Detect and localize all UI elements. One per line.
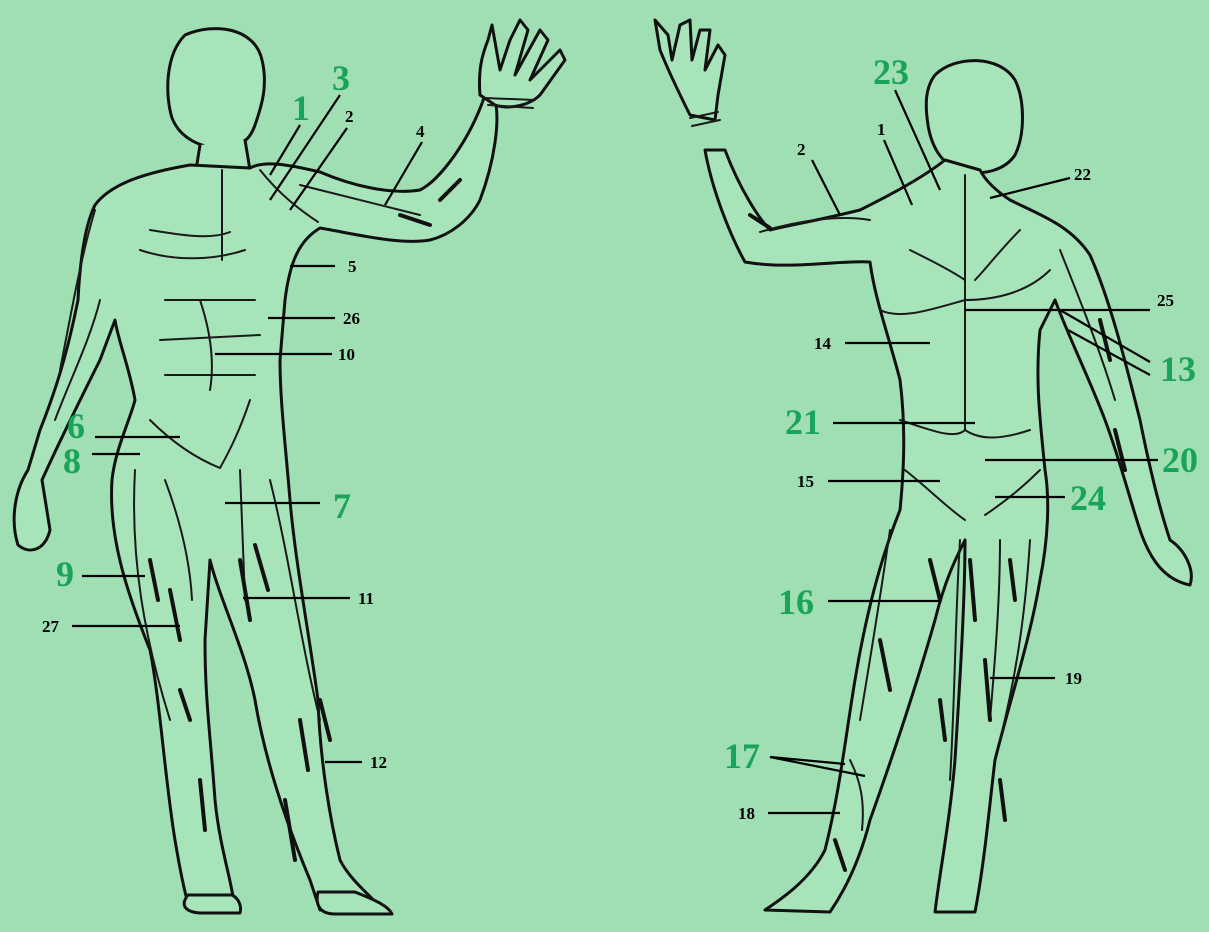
label-back-23: 23	[873, 52, 909, 92]
label-back-15: 15	[797, 472, 814, 491]
label-front-9: 9	[56, 554, 74, 594]
label-front-26: 26	[343, 309, 360, 328]
label-back-25: 25	[1157, 291, 1174, 310]
label-back-24: 24	[1070, 478, 1106, 518]
label-back-21: 21	[785, 402, 821, 442]
front-head	[168, 29, 265, 148]
front-figure	[14, 20, 565, 914]
label-back-14: 14	[814, 334, 832, 353]
label-front-1: 1	[292, 88, 310, 128]
label-front-12: 12	[370, 753, 387, 772]
back-torso	[705, 150, 1191, 912]
label-front-7: 7	[333, 486, 351, 526]
label-back-18: 18	[738, 804, 755, 823]
label-back-20: 20	[1162, 440, 1198, 480]
label-front-11: 11	[358, 589, 374, 608]
label-front-5: 5	[348, 257, 357, 276]
label-back-22: 22	[1074, 165, 1091, 184]
front-foot-right	[317, 892, 392, 914]
label-back-13: 13	[1160, 349, 1196, 389]
back-raised-hand	[655, 20, 725, 120]
label-back-17: 17	[724, 736, 760, 776]
label-front-2: 2	[345, 107, 354, 126]
label-back-1: 1	[877, 120, 886, 139]
label-front-8: 8	[63, 441, 81, 481]
label-back-2: 2	[797, 140, 806, 159]
front-raised-hand	[479, 20, 565, 107]
label-front-10: 10	[338, 345, 355, 364]
label-front-27: 27	[42, 617, 60, 636]
label-back-16: 16	[778, 582, 814, 622]
label-front-4: 4	[416, 122, 425, 141]
label-front-3: 3	[332, 58, 350, 98]
label-front-6: 6	[67, 406, 85, 446]
back-head	[926, 61, 1022, 173]
label-back-19: 19	[1065, 669, 1082, 688]
front-foot-left	[184, 895, 240, 913]
